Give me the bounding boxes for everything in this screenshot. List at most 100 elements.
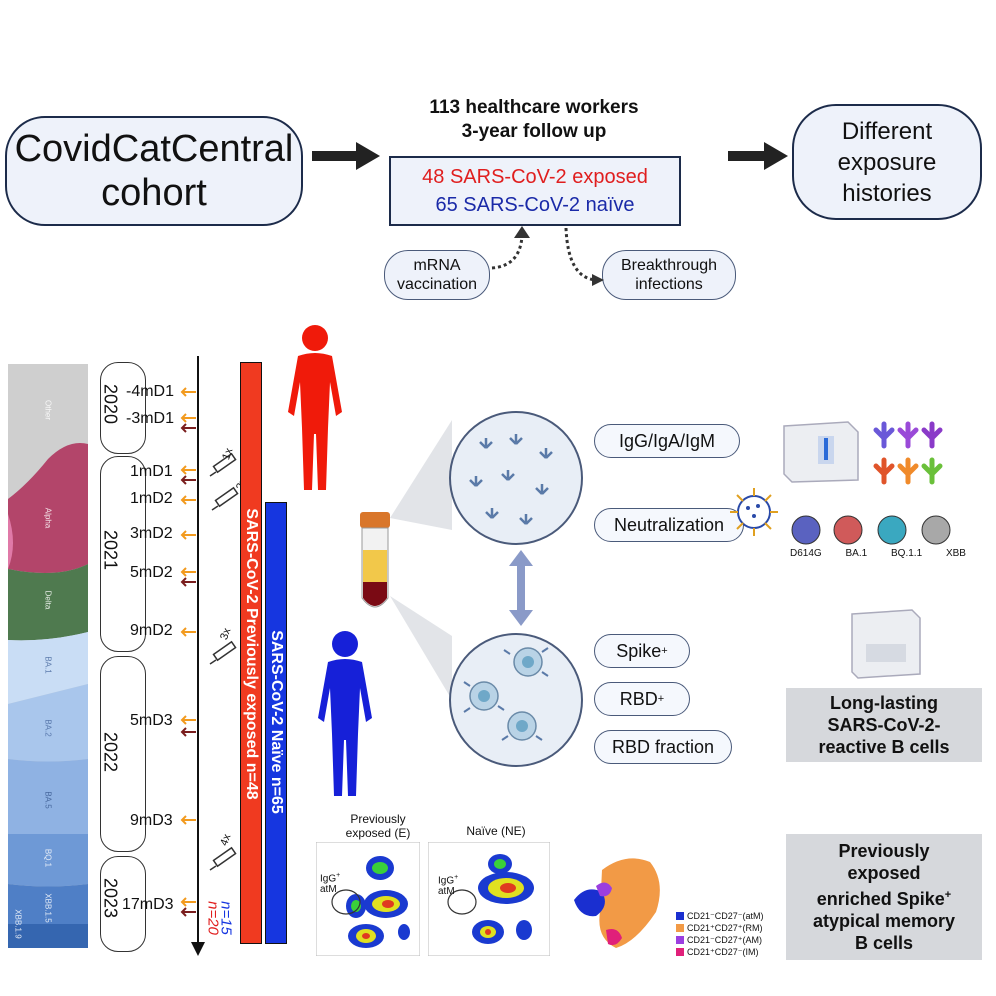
legend-swatch (676, 936, 684, 944)
stream-label-xbb19: XBB.1.9 (13, 909, 23, 939)
variant-labels: D614G BA.1 BQ.1.1 XBB (790, 548, 966, 559)
legend-item-am: CD21⁻CD27⁺(AM) (676, 934, 764, 946)
dose-label: 9mD3 (130, 812, 173, 829)
result2-line3: enriched Spike (816, 889, 945, 909)
result2-plus: + (944, 889, 952, 901)
cohort-title: CovidCatCentral (14, 128, 294, 170)
flow-gate-plus: + (454, 874, 459, 881)
dose-label: 5mD3 (130, 712, 173, 729)
legend-swatch (676, 924, 684, 932)
flow-gate-igg: IgG (438, 875, 455, 887)
legend-swatch (676, 948, 684, 956)
result2-line2: exposed (847, 863, 921, 883)
legend-item-rm: CD21⁺CD27⁺(RM) (676, 922, 764, 934)
dose-label: 5mD2 (130, 564, 173, 581)
arrow-study-to-outcome (728, 142, 788, 170)
study-follow-up: 3-year follow up (461, 121, 607, 142)
blood-tube-icon (360, 512, 390, 608)
flow-naive-title: Naïve (NE) (466, 824, 526, 838)
syringe-icon (209, 640, 237, 665)
group-box: 48 SARS-CoV-2 exposed 65 SARS-CoV-2 naïv… (389, 156, 681, 226)
outcome-line2: exposure (837, 148, 937, 176)
legend-label: CD21⁻CD27⁺(AM) (687, 935, 763, 945)
outcome-line1: Different (841, 117, 933, 145)
exposed-count: 48 SARS-CoV-2 exposed (422, 166, 648, 188)
dose-label: 9mD2 (130, 622, 173, 639)
syringe-icon (211, 486, 239, 511)
assay-spike-label: Spike (616, 640, 662, 661)
flow-exposed-title2: exposed (E) (345, 826, 411, 840)
mrna-line1: mRNA (413, 257, 461, 274)
result1-line1: Long-lasting (830, 693, 938, 713)
assay-spike-plus: + (661, 645, 668, 657)
variant-d614g: D614G (790, 548, 822, 559)
dose-label: -3mD1 (126, 410, 175, 427)
study-header: 113 healthcare workers 3-year follow up (384, 96, 684, 144)
year-box-2022 (100, 656, 146, 852)
flow-cytometer-icon (851, 609, 921, 679)
legend-label: CD21⁻CD27⁻(atM) (687, 911, 764, 921)
naive-count: 65 SARS-CoV-2 naïve (435, 194, 635, 216)
mrna-line2: vaccination (396, 276, 478, 293)
magnification-cones (390, 420, 452, 700)
flow-gate-label-naive: IgG+ atM (438, 872, 458, 897)
dose-label: 1mD1 (130, 463, 173, 480)
dose-label: 3mD2 (130, 525, 173, 542)
naive-bar (265, 502, 287, 944)
cohort-pill: CovidCatCentral cohort (5, 116, 303, 226)
year-2020: 2020 (100, 383, 121, 425)
legend-label: CD21⁺CD27⁺(RM) (687, 923, 763, 933)
assay-neutralization: Neutralization (594, 508, 744, 542)
syringe-icon (209, 846, 237, 871)
result2-line5: B cells (854, 933, 914, 953)
stream-label-ba1: BA.1 (43, 656, 53, 674)
dotted-arrows (491, 226, 604, 286)
double-arrow-icon (509, 550, 533, 626)
final-n-exposed: n=20 (204, 901, 222, 935)
result2-line1: Previously (838, 841, 930, 861)
sampling-arrows (180, 387, 196, 917)
result1-line3: reactive B cells (818, 737, 950, 757)
legend-item-im: CD21⁺CD27⁻(IM) (676, 946, 764, 958)
result-atypical-memory: Previously exposed enriched Spike+ atypi… (786, 834, 982, 960)
legend-label: CD21⁺CD27⁻(IM) (687, 947, 759, 957)
flow-gate-label-exposed: IgG+ atM (320, 870, 340, 895)
year-box-2020 (100, 362, 146, 454)
umap-plot (574, 858, 660, 948)
flow-gate-igg: IgG (320, 873, 337, 885)
dose-label: 17mD3 (122, 896, 174, 913)
breakthrough-line2: infections (635, 276, 703, 293)
year-2023: 2023 (100, 877, 121, 919)
flow-gate-atm: atM (320, 884, 337, 896)
umap-legend: CD21⁻CD27⁻(atM) CD21⁺CD27⁺(RM) CD21⁻CD27… (676, 910, 764, 958)
assay-ig: IgG/IgA/IgM (594, 424, 740, 458)
year-2022: 2022 (100, 731, 121, 773)
breakthrough-pill: Breakthrough infections (602, 250, 736, 300)
stream-label-ba5: BA.5 (43, 791, 53, 809)
antibody-isotypes-icon (873, 421, 943, 485)
analyzer-instrument-icon (783, 421, 859, 483)
variant-ba1: BA.1 (845, 548, 868, 559)
outcome-pill: Different exposure histories (792, 104, 982, 220)
dose-label: -4mD1 (126, 383, 175, 400)
mrna-pill: mRNA vaccination (384, 250, 490, 300)
flow-gate-atm: atM (438, 886, 455, 898)
dose-label: 1mD2 (130, 490, 173, 507)
stream-label-delta: Delta (43, 590, 53, 610)
stream-label-bq1: BQ.1 (43, 848, 53, 868)
legend-item-atm: CD21⁻CD27⁻(atM) (676, 910, 764, 922)
virus-icon (730, 488, 778, 536)
stream-label-other: Other (43, 399, 53, 421)
breakthrough-line1: Breakthrough (620, 257, 718, 274)
assay-rbd-label: RBD (619, 688, 658, 709)
antibody-circle (449, 411, 583, 545)
year-box-2021 (100, 456, 146, 652)
study-participants: 113 healthcare workers (429, 97, 639, 118)
assay-rbd-fraction: RBD fraction (594, 730, 732, 764)
assay-rbd: RBD+ (594, 682, 690, 716)
variant-stream-plot (8, 364, 88, 948)
stream-label-xbb15: XBB.1.5 (43, 893, 53, 923)
stream-label-alpha: Alpha (43, 507, 53, 529)
flow-gate-plus: + (336, 872, 341, 879)
